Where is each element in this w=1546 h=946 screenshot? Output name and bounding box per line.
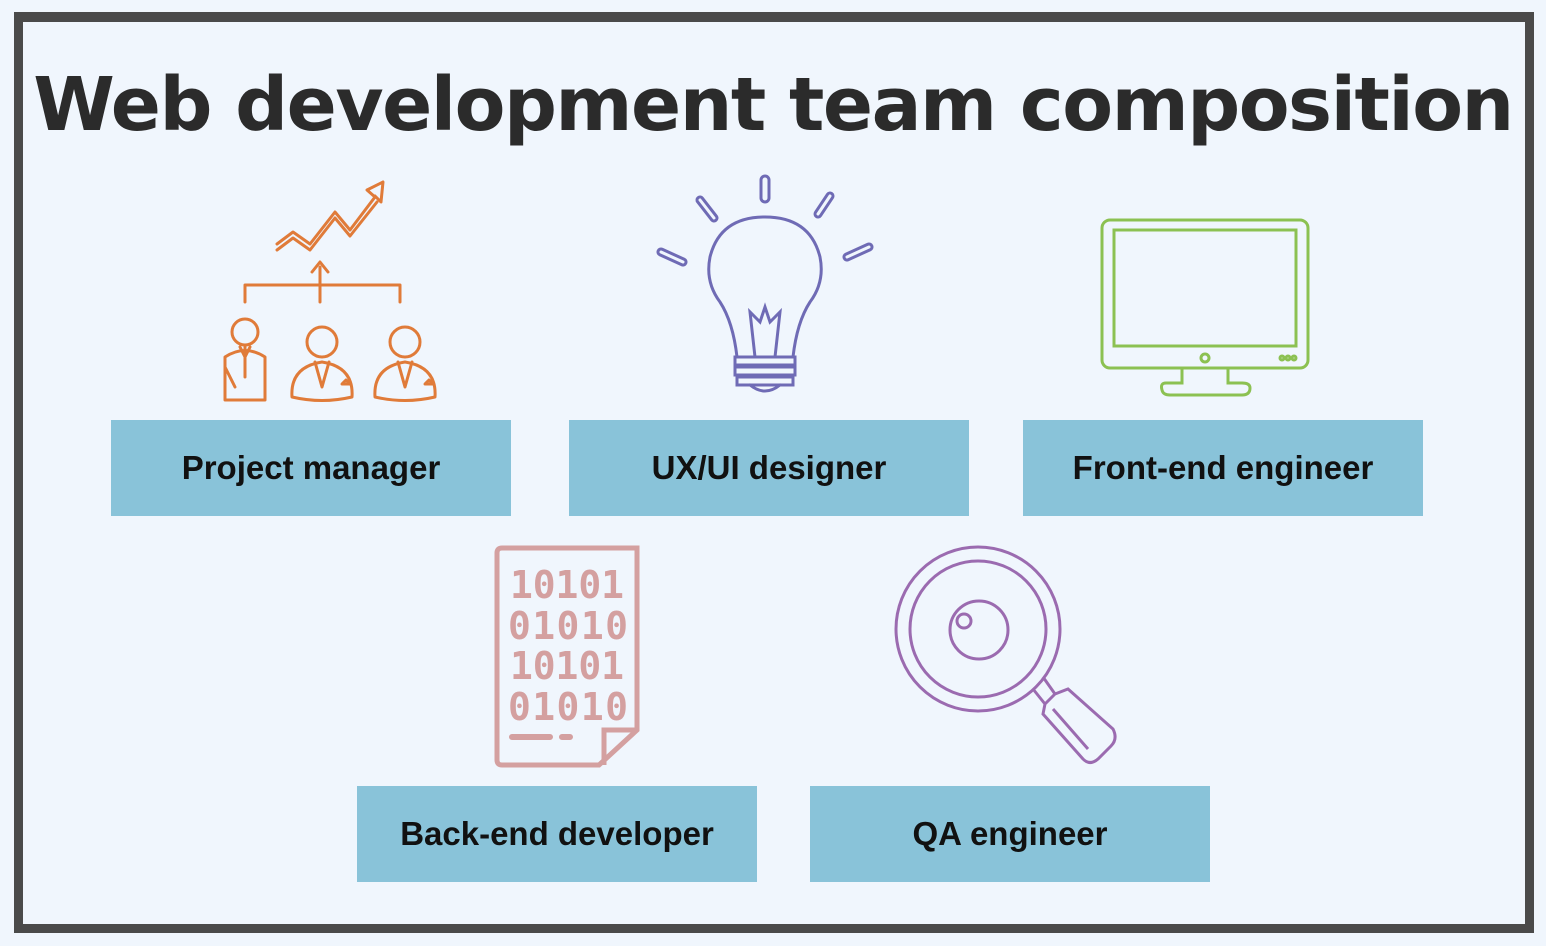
binary-line: 10101 [510, 563, 624, 607]
binary-line: 10101 [510, 644, 624, 688]
magnifying-glass-icon [894, 545, 1117, 764]
binary-code-document-icon: 10101 01010 10101 01010 [494, 545, 640, 768]
role-box-back-end-developer: Back-end developer [357, 786, 757, 882]
team-growth-icon [223, 180, 437, 402]
binary-line: 01010 [508, 685, 628, 729]
binary-line: 01010 [508, 604, 628, 648]
role-label: Front-end engineer [1072, 449, 1374, 486]
page-title: Web development team composition [33, 62, 1514, 148]
role-label: Project manager [181, 449, 441, 486]
role-label: Back-end developer [400, 815, 714, 852]
role-box-qa-engineer: QA engineer [810, 786, 1210, 882]
role-box-front-end-engineer: Front-end engineer [1023, 420, 1423, 516]
role-box-project-manager: Project manager [111, 420, 511, 516]
role-box-ux-ui-designer: UX/UI designer [569, 420, 969, 516]
role-label: UX/UI designer [651, 449, 887, 486]
lightbulb-icon [656, 174, 874, 393]
role-label: QA engineer [912, 815, 1108, 852]
monitor-icon [1100, 218, 1310, 397]
